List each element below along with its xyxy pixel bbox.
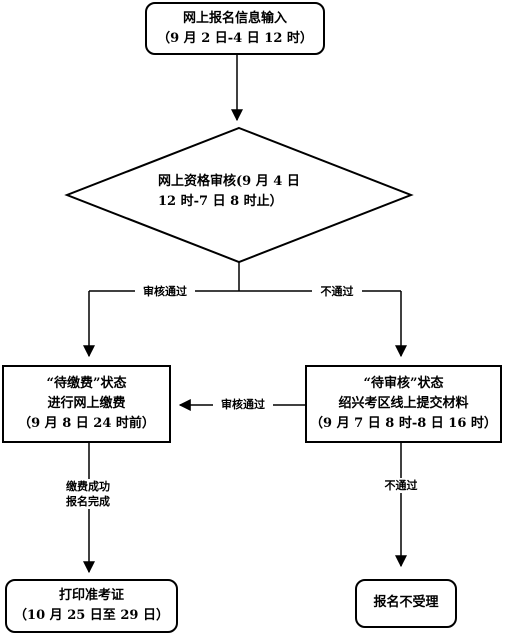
edge-label-paid-line1: 缴费成功 [66, 480, 110, 493]
input-label: 网上报名信息输入 （9 月 2 日-4 日 12 时） [146, 9, 324, 49]
pending-box [305, 365, 502, 443]
print-label: 打印准考证 （10 月 25 日至 29 日） [6, 586, 177, 626]
edge-label-fail: 不通过 [312, 284, 362, 299]
pending-label: “待审核”状态 绍兴考区线上提交材料 （9 月 7 日 8 时-8 日 16 时… [306, 374, 501, 434]
print-box [5, 579, 178, 633]
pending-line2: 绍兴考区线上提交材料 [338, 396, 469, 411]
input-line2: （9 月 2 日-4 日 12 时） [157, 31, 313, 46]
reject-line1: 报名不受理 [373, 595, 439, 610]
review-line2: 12 时-7 日 8 时止） [158, 194, 283, 209]
edge-label-pass2: 审核通过 [213, 397, 273, 412]
review-label: 网上资格审核(9 月 4 日 12 时-7 日 8 时止） [158, 172, 328, 212]
print-line1: 打印准考证 [58, 588, 124, 603]
edge-label-paid-line2: 报名完成 [66, 495, 110, 508]
pay-box [2, 365, 171, 443]
pending-line3: （9 月 7 日 8 时-8 日 16 时） [310, 416, 497, 431]
input-box [145, 2, 325, 55]
edge-label-pass: 审核通过 [135, 284, 195, 299]
input-line1: 网上报名信息输入 [182, 11, 287, 26]
pay-label: “待缴费”状态 进行网上缴费 （9 月 8 日 24 时前） [3, 374, 170, 434]
review-line1: 网上资格审核(9 月 4 日 [158, 174, 300, 189]
reject-label: 报名不受理 [356, 593, 456, 613]
pay-line3: （9 月 8 日 24 时前） [18, 416, 155, 431]
pending-line1: “待审核”状态 [363, 376, 444, 391]
reject-box [355, 579, 457, 628]
print-line2: （10 月 25 日至 29 日） [14, 608, 169, 623]
pay-line1: “待缴费”状态 [46, 376, 127, 391]
edge-label-paid: 缴费成功 报名完成 [55, 479, 121, 509]
edge-label-fail2: 不通过 [372, 478, 430, 493]
pay-line2: 进行网上缴费 [47, 396, 126, 411]
